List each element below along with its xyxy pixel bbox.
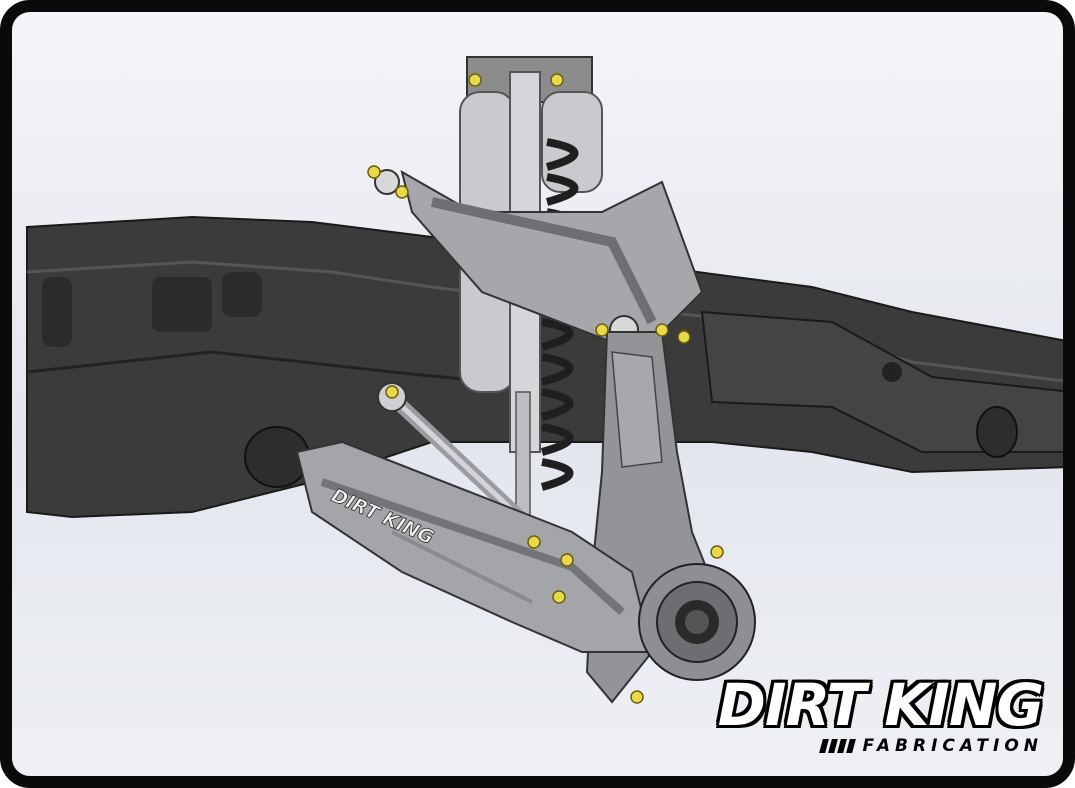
upper-control-arm (374, 169, 704, 345)
hardware-bolts (367, 73, 737, 704)
logo-subtitle: FABRICATION (862, 736, 1043, 756)
logo-wordmark: DIRT KING (717, 671, 1044, 739)
logo-dash-decoration (819, 739, 857, 753)
chassis-frame (26, 215, 1063, 519)
suspension-render (26, 56, 1063, 704)
dirt-king-logo: DIRT KING FABRICATION (713, 671, 1044, 758)
wheel-hub (638, 563, 756, 681)
logo-sub-row: FABRICATION (713, 736, 1043, 756)
arm-engraving-text: DIRT KING (328, 484, 437, 549)
arm-engraving-layer: DIRT KING (328, 484, 438, 549)
